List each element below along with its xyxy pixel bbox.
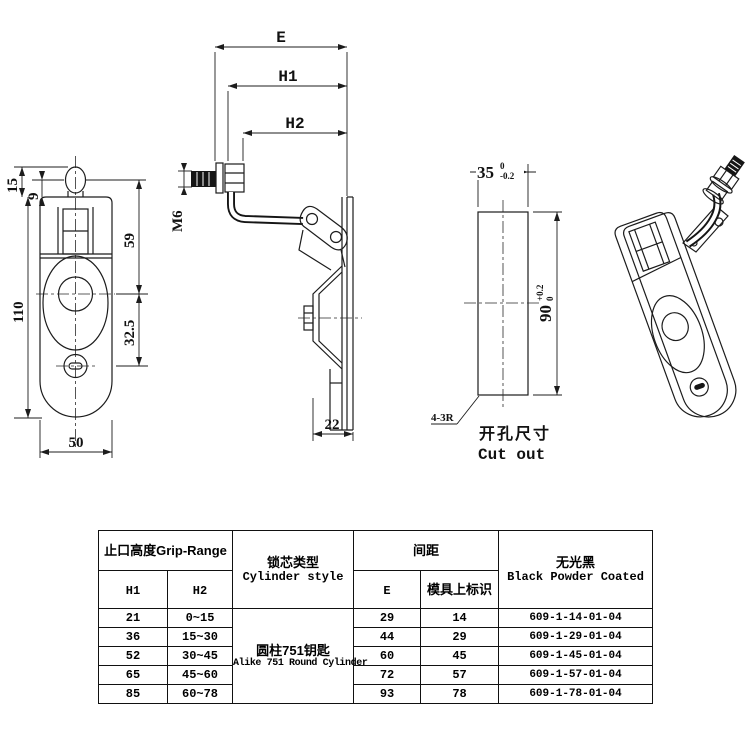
table-header-row-2: H1 H2 E 模具上标识 bbox=[98, 570, 653, 609]
cell-mold: 29 bbox=[420, 627, 500, 647]
header-mold-mark: 模具上标识 bbox=[420, 570, 500, 609]
header-h2: H2 bbox=[166, 570, 234, 609]
cell-mold: 78 bbox=[420, 684, 500, 704]
table-row: 85 60~78 93 78 609-1-78-01-04 bbox=[98, 684, 654, 704]
cutout-width-tol-lower: -0.2 bbox=[500, 171, 515, 181]
cutout-corner-note: 4-3R bbox=[431, 412, 455, 424]
cell-h2: 60~78 bbox=[166, 684, 234, 704]
iso-view bbox=[614, 154, 745, 418]
cell-h2: 0~15 bbox=[166, 608, 234, 628]
header-h1: H1 bbox=[98, 570, 168, 609]
cell-h2: 15~30 bbox=[166, 627, 234, 647]
cell-mold: 57 bbox=[420, 665, 500, 685]
table-row: 21 0~15 圆柱751钥匙 Alike 751 Round Cylinder… bbox=[98, 608, 654, 704]
cutout-title-cn: 开孔尺寸 bbox=[479, 424, 551, 443]
header-cylinder-style: 锁芯类型 Cylinder style bbox=[232, 530, 355, 609]
cell-h2: 30~45 bbox=[166, 646, 234, 666]
cutout-view: 35 0 -0.2 90 +0.2 0 4-3R 开孔尺寸 Cut out bbox=[431, 158, 562, 464]
cutout-height-label: 90 bbox=[536, 305, 555, 322]
table-row: 65 45~60 72 57 609-1-57-01-04 bbox=[98, 665, 654, 685]
dim-15-label: 15 bbox=[5, 178, 21, 193]
dim-22-label: 22 bbox=[325, 417, 340, 433]
cell-h1: 52 bbox=[98, 646, 168, 666]
header-e: E bbox=[353, 570, 422, 609]
dim-M6-label: M6 bbox=[170, 210, 186, 232]
cutout-width-tol-upper: 0 bbox=[500, 161, 505, 171]
dim-9-label: 9 bbox=[26, 193, 42, 201]
dim-H1-label: H1 bbox=[278, 68, 297, 86]
cutout-width-label: 35 bbox=[477, 163, 494, 182]
table-header-row-1: 止口高度Grip-Range 锁芯类型 Cylinder style 间距 无光… bbox=[97, 530, 654, 609]
cell-h2: 45~60 bbox=[166, 665, 234, 685]
header-spacing: 间距 bbox=[353, 530, 500, 571]
cutout-title-en: Cut out bbox=[478, 446, 545, 464]
cell-part: 609-1-29-01-04 bbox=[498, 627, 654, 647]
front-view: 15 9 110 59 32.5 50 bbox=[5, 156, 148, 458]
dim-110-label: 110 bbox=[11, 301, 27, 323]
cutout-height-tol-lower: 0 bbox=[545, 296, 555, 301]
table-row: 36 15~30 44 29 609-1-29-01-04 bbox=[98, 627, 654, 647]
cutout-height-tol-upper: +0.2 bbox=[535, 284, 545, 301]
cell-e: 93 bbox=[353, 684, 422, 704]
header-finish: 无光黑 Black Powder Coated bbox=[498, 530, 654, 609]
dim-E-label: E bbox=[276, 29, 286, 47]
cell-part: 609-1-14-01-04 bbox=[498, 608, 654, 628]
cell-part: 609-1-57-01-04 bbox=[498, 665, 654, 685]
dim-50-label: 50 bbox=[69, 435, 84, 451]
cell-mold: 45 bbox=[420, 646, 500, 666]
cell-e: 29 bbox=[353, 608, 422, 628]
dim-H2-label: H2 bbox=[285, 115, 304, 133]
cell-mold: 14 bbox=[420, 608, 500, 628]
cell-h1: 85 bbox=[98, 684, 168, 704]
spec-table: 止口高度Grip-Range 锁芯类型 Cylinder style 间距 无光… bbox=[97, 530, 654, 704]
header-grip-range: 止口高度Grip-Range bbox=[97, 530, 234, 571]
cell-h1: 36 bbox=[98, 627, 168, 647]
cell-h1: 65 bbox=[98, 665, 168, 685]
table-row: 52 30~45 60 45 609-1-45-01-04 bbox=[98, 646, 654, 666]
dim-32_5-label: 32.5 bbox=[122, 320, 138, 346]
side-view: E H1 H2 M6 bbox=[170, 29, 362, 441]
dim-59-label: 59 bbox=[122, 233, 138, 248]
cell-part: 609-1-78-01-04 bbox=[498, 684, 654, 704]
cell-e: 44 bbox=[353, 627, 422, 647]
cell-h1: 21 bbox=[98, 608, 168, 628]
cell-part: 609-1-45-01-04 bbox=[498, 646, 654, 666]
cell-cylinder: 圆柱751钥匙 Alike 751 Round Cylinder bbox=[232, 608, 368, 704]
